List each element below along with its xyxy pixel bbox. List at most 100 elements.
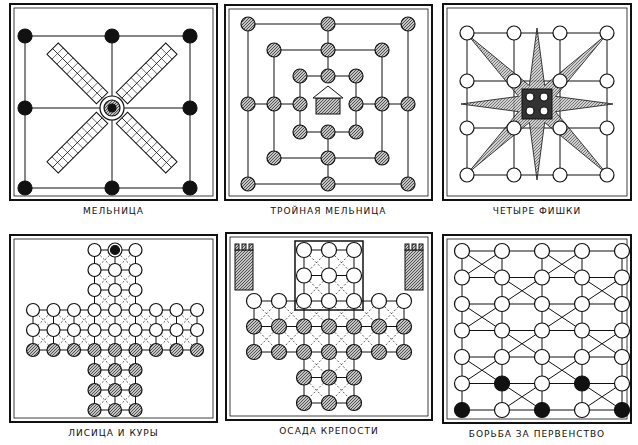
hen-piece bbox=[129, 384, 142, 397]
blade-rung bbox=[151, 147, 162, 158]
white-point bbox=[507, 121, 521, 135]
hen-piece bbox=[129, 404, 142, 417]
hatched-point bbox=[349, 97, 363, 111]
game-board bbox=[442, 3, 632, 201]
hatched-point bbox=[267, 97, 281, 111]
white-point bbox=[575, 297, 590, 312]
white-point bbox=[455, 323, 470, 338]
board-square bbox=[248, 24, 408, 184]
game-panel: ОСАДА КРЕПОСТИ bbox=[225, 232, 433, 437]
white-point bbox=[109, 264, 122, 277]
hatched-point bbox=[349, 69, 363, 83]
white-point bbox=[495, 244, 510, 259]
white-point bbox=[575, 244, 590, 259]
white-point bbox=[322, 294, 337, 309]
hen-piece bbox=[88, 344, 101, 357]
center-square bbox=[522, 89, 552, 119]
blade-rung bbox=[62, 58, 73, 69]
center-point bbox=[540, 107, 548, 115]
game-board bbox=[225, 232, 433, 421]
white-point bbox=[129, 304, 142, 317]
white-point bbox=[88, 304, 101, 317]
white-point bbox=[535, 350, 550, 365]
board-inner-frame bbox=[229, 9, 428, 196]
hatched-point bbox=[267, 43, 281, 57]
soldier-piece bbox=[297, 345, 312, 360]
game-panel: ТРОЙНАЯ МЕЛЬНИЦА bbox=[224, 4, 433, 217]
blade-rung bbox=[156, 152, 167, 163]
white-point bbox=[535, 244, 550, 259]
white-point bbox=[88, 324, 101, 337]
blade-rung bbox=[121, 117, 132, 128]
soldier-piece bbox=[272, 345, 287, 360]
white-point bbox=[615, 297, 630, 312]
white-point bbox=[553, 74, 567, 88]
white-point bbox=[191, 324, 204, 337]
white-point bbox=[297, 268, 312, 283]
hatched-point bbox=[375, 151, 389, 165]
soldier-piece bbox=[347, 396, 362, 411]
center-point bbox=[526, 93, 534, 101]
white-point bbox=[347, 294, 362, 309]
castle-tower bbox=[405, 244, 423, 290]
white-point bbox=[575, 270, 590, 285]
board-frame bbox=[10, 4, 217, 200]
board-frame bbox=[443, 4, 631, 200]
soldier-piece bbox=[347, 319, 362, 334]
hatched-point bbox=[241, 97, 255, 111]
board-frame bbox=[10, 235, 217, 422]
hatched-point bbox=[321, 17, 335, 31]
blade-rung bbox=[141, 68, 152, 79]
white-point bbox=[129, 244, 142, 257]
white-point bbox=[68, 324, 81, 337]
white-point bbox=[191, 304, 204, 317]
blade-rung bbox=[91, 117, 102, 128]
black-point bbox=[183, 29, 197, 43]
soldier-piece bbox=[372, 319, 387, 334]
white-point bbox=[129, 324, 142, 337]
fox-piece bbox=[108, 243, 122, 257]
white-point bbox=[553, 26, 567, 40]
soldier-piece bbox=[322, 370, 337, 385]
white-point bbox=[600, 168, 614, 182]
black-point bbox=[105, 29, 119, 43]
mill-hub bbox=[104, 100, 120, 116]
hatched-point bbox=[267, 151, 281, 165]
blade-rung bbox=[161, 48, 172, 59]
hatched-point bbox=[241, 177, 255, 191]
hatched-point bbox=[321, 69, 335, 83]
white-point bbox=[455, 297, 470, 312]
hen-piece bbox=[170, 344, 183, 357]
white-point bbox=[575, 323, 590, 338]
white-point bbox=[297, 243, 312, 258]
blade-rung bbox=[87, 83, 98, 94]
white-point bbox=[109, 324, 122, 337]
mill-house bbox=[316, 98, 340, 114]
white-point bbox=[495, 350, 510, 365]
black-point bbox=[615, 403, 630, 418]
hatched-point bbox=[321, 151, 335, 165]
game-title: ЛИСИЦА И КУРЫ bbox=[9, 428, 218, 439]
white-point bbox=[495, 270, 510, 285]
board-frame bbox=[226, 233, 432, 420]
white-point bbox=[495, 403, 510, 418]
black-point bbox=[105, 181, 119, 195]
white-point bbox=[575, 403, 590, 418]
black-point bbox=[535, 403, 550, 418]
soldier-piece bbox=[297, 370, 312, 385]
white-point bbox=[170, 324, 183, 337]
white-point bbox=[455, 350, 470, 365]
hatched-point bbox=[241, 17, 255, 31]
white-point bbox=[322, 268, 337, 283]
hatched-point bbox=[349, 125, 363, 139]
white-point bbox=[615, 350, 630, 365]
game-board bbox=[442, 234, 632, 424]
soldier-piece bbox=[322, 345, 337, 360]
white-point bbox=[68, 304, 81, 317]
blade-rung bbox=[151, 58, 162, 69]
board-inner-frame bbox=[230, 237, 428, 416]
hen-piece bbox=[88, 364, 101, 377]
blade-rung bbox=[77, 132, 88, 143]
white-point bbox=[47, 304, 60, 317]
blade-rail bbox=[53, 118, 102, 167]
